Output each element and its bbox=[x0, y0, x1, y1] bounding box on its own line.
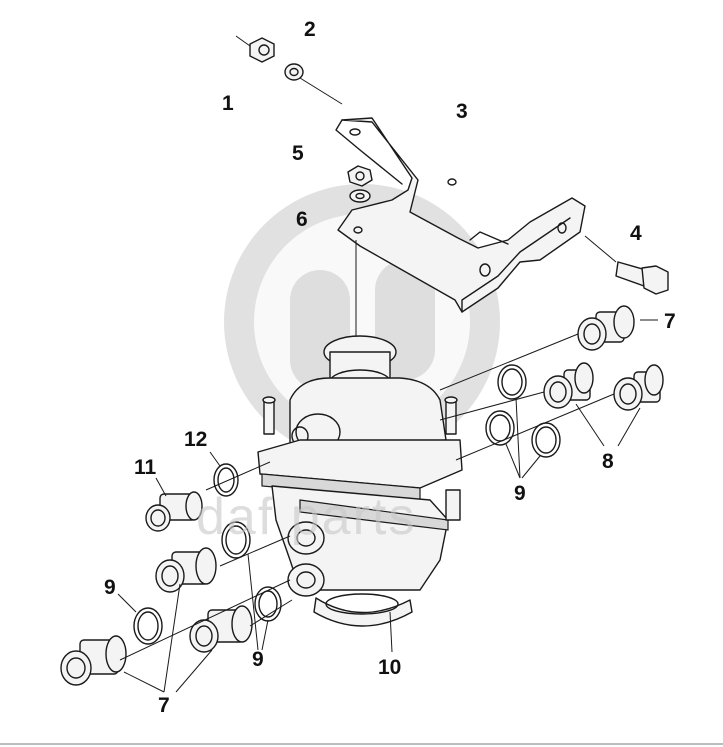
bolt-part-4 bbox=[584, 235, 669, 295]
callout-9-lower: 9 bbox=[252, 648, 264, 671]
o-ring-part-9-lower bbox=[254, 586, 282, 622]
fitting-part-8-a bbox=[543, 362, 594, 409]
fitting-part-7-mid-left bbox=[155, 547, 217, 593]
fitting-part-7-lower-mid bbox=[189, 605, 253, 653]
nut-part-1 bbox=[249, 37, 275, 63]
o-ring-part-12 bbox=[213, 463, 239, 497]
callout-4: 4 bbox=[630, 222, 642, 245]
bottom-rule bbox=[0, 743, 723, 745]
callout-11: 11 bbox=[134, 456, 157, 479]
callout-5: 5 bbox=[292, 142, 304, 165]
callout-6: 6 bbox=[296, 208, 308, 231]
fitting-part-7-upper-right bbox=[577, 305, 635, 351]
watermark-text: daf parts bbox=[196, 488, 416, 546]
valve-body-part-10 bbox=[257, 335, 463, 627]
fitting-part-8-b bbox=[613, 364, 664, 411]
fitting-part-7-lower-left bbox=[60, 635, 127, 686]
washer-part-6 bbox=[349, 189, 371, 203]
callout-2: 2 bbox=[304, 18, 316, 41]
callout-10: 10 bbox=[378, 656, 401, 679]
callout-9-right: 9 bbox=[514, 482, 526, 505]
callout-12: 12 bbox=[184, 428, 207, 451]
fitting-part-11 bbox=[145, 491, 203, 532]
washer-part-2 bbox=[284, 63, 304, 81]
o-ring-part-9-mid bbox=[221, 521, 251, 559]
o-ring-part-9-left bbox=[133, 607, 163, 645]
callout-9-left: 9 bbox=[104, 576, 116, 599]
callout-3: 3 bbox=[456, 100, 468, 123]
o-ring-part-9-right bbox=[485, 364, 561, 458]
callout-7-lower: 7 bbox=[158, 694, 170, 717]
callout-7-right: 7 bbox=[664, 310, 676, 333]
callout-8: 8 bbox=[602, 450, 614, 473]
callout-1: 1 bbox=[222, 92, 234, 115]
mounting-bracket bbox=[335, 117, 586, 313]
nut-part-5 bbox=[347, 165, 373, 187]
